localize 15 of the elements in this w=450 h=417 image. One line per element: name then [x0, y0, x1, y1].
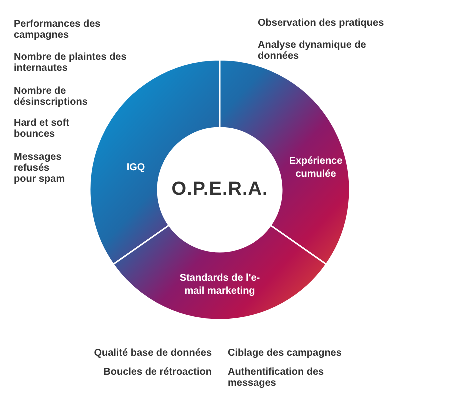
indicator-label: Analyse dynamique de données [258, 40, 368, 62]
indicator-label: Performances des campagnes [14, 19, 102, 41]
indicator-label: Boucles de rétroaction [102, 367, 212, 378]
indicator-label: Nombre de désinscriptions [14, 86, 89, 108]
segment-label: Expérience cumulée [288, 155, 344, 181]
indicator-label: Nombre de plaintes des internautes [14, 52, 128, 74]
segment-label: IGQ [126, 162, 146, 174]
indicator-label: Hard et soft bounces [14, 118, 71, 140]
indicator-label: Observation des pratiques [258, 18, 386, 29]
indicator-label: Ciblage des campagnes [228, 348, 343, 359]
indicator-label: Messages refusés pour spam [14, 152, 66, 185]
indicator-label: Qualité base de données [93, 348, 212, 359]
indicator-label: Authentification des messages [228, 367, 326, 389]
center-title: O.P.E.R.A. [172, 179, 268, 201]
segment-label: Standards de l'e-mail marketing [178, 272, 262, 298]
